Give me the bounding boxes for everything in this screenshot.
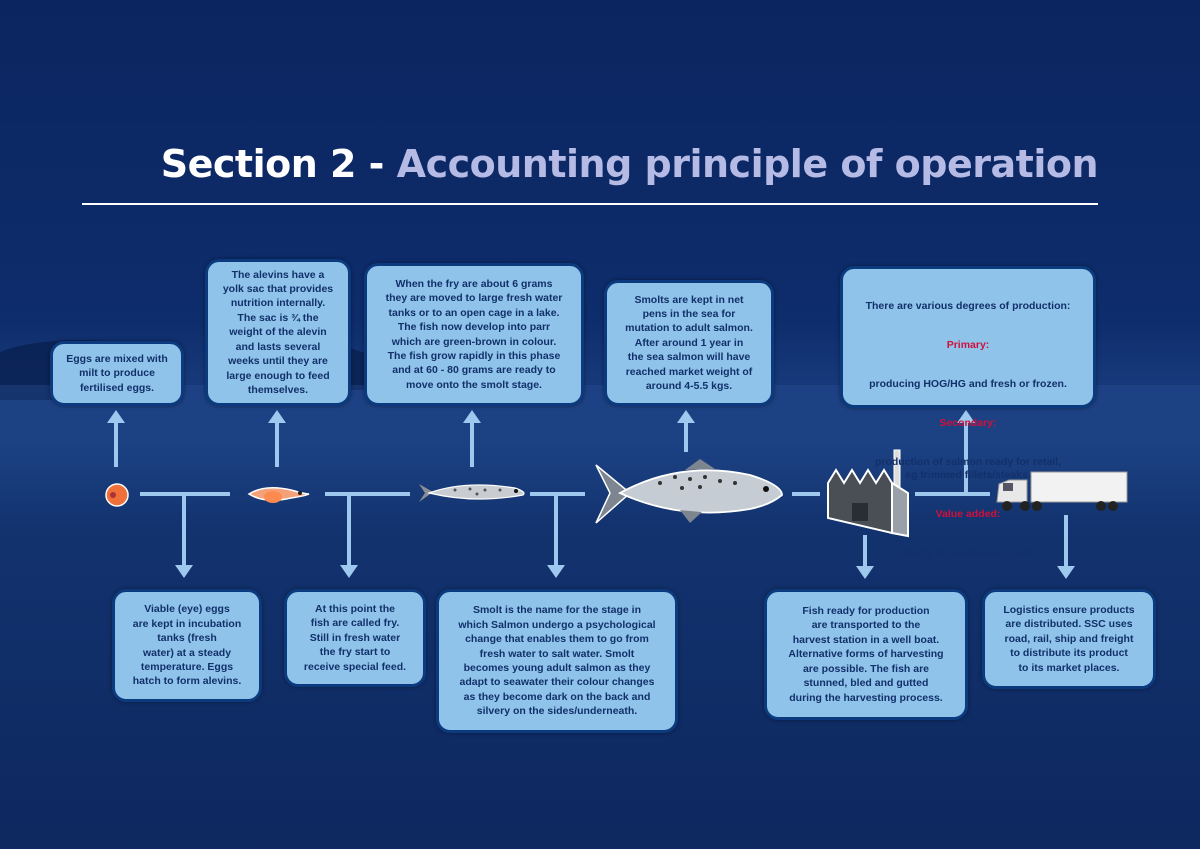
alevin-box: The alevins have a yolk sac that provide… — [205, 259, 351, 406]
arrow-up — [463, 410, 481, 467]
arrow-up — [107, 410, 125, 467]
production-intro: There are various degrees of production: — [865, 300, 1071, 312]
arrow-down — [856, 535, 874, 579]
value-added-text: Ready to heat/ready to eat. — [901, 547, 1035, 559]
parr-box: When the fry are about 6 grams they are … — [364, 263, 584, 406]
arrow-down — [340, 494, 358, 578]
timeline-segment — [915, 492, 990, 496]
logistics-box: Logistics ensure products are distribute… — [982, 589, 1156, 689]
secondary-label: Secondary: — [939, 417, 997, 429]
arrow-up — [957, 410, 975, 494]
arrow-down — [1057, 515, 1075, 579]
timeline-segment — [325, 492, 410, 496]
title-main: Accounting principle of operation — [396, 142, 1099, 186]
page-title: Section 2 - Accounting principle of oper… — [160, 142, 1099, 186]
title-divider — [82, 203, 1098, 205]
arrow-up — [268, 410, 286, 467]
smolt-box: Smolt is the name for the stage in which… — [436, 589, 678, 733]
harvest-box: Fish ready for production are transporte… — [764, 589, 968, 720]
arrow-down — [547, 494, 565, 578]
factory-icon — [827, 449, 909, 538]
truck-icon — [996, 471, 1128, 511]
parr-fish-icon — [419, 484, 525, 502]
title-prefix: Section 2 - — [160, 142, 397, 186]
eggs-box: Eggs are mixed with milt to produce fert… — [50, 341, 184, 406]
primary-label: Primary: — [946, 339, 990, 351]
egg-icon — [105, 483, 129, 507]
arrow-down — [175, 494, 193, 578]
value-added-label: Value added: — [935, 508, 1001, 520]
alevin-icon — [247, 487, 310, 503]
adult-salmon-box: Smolts are kept in net pens in the sea f… — [604, 280, 774, 406]
incubation-box: Viable (eye) eggs are kept in incubation… — [112, 589, 262, 702]
arrow-up — [677, 410, 695, 452]
salmon-icon — [595, 459, 783, 524]
fry-box: At this point the fish are called fry. S… — [284, 589, 426, 687]
production-box: There are various degrees of production:… — [840, 266, 1096, 559]
secondary-text: production of salmon ready for retail, e… — [874, 456, 1062, 481]
timeline-segment — [792, 492, 820, 496]
primary-text: producing HOG/HG and fresh or frozen. — [869, 378, 1067, 390]
